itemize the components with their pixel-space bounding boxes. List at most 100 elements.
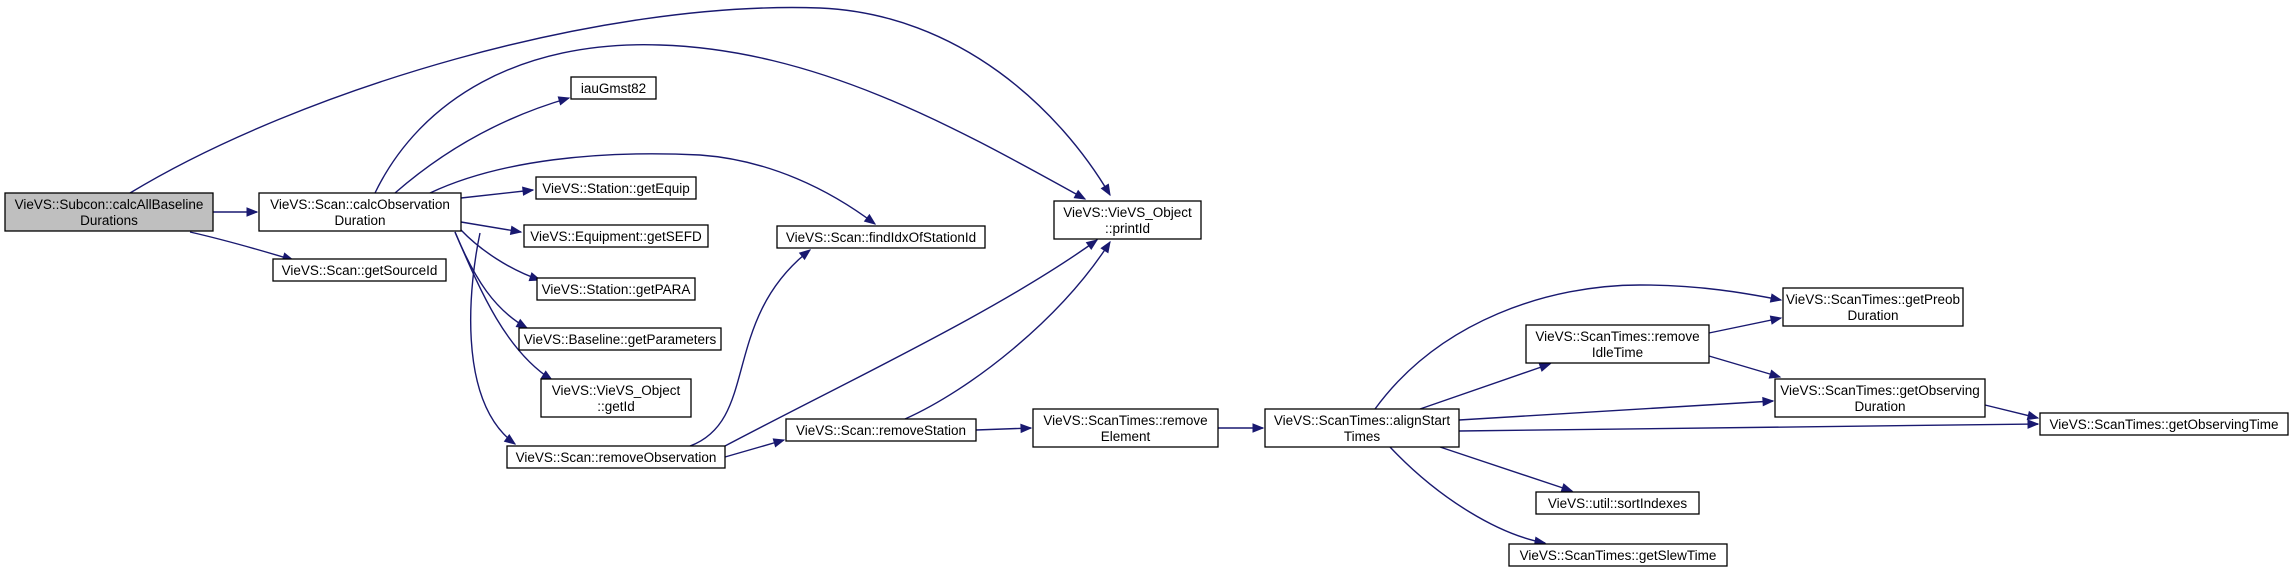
- node-box: [258, 192, 462, 232]
- node-label-line: VieVS::VieVS_Object: [552, 383, 681, 398]
- node-getSlewTime[interactable]: VieVS::ScanTimes::getSlewTime: [1508, 543, 1728, 567]
- arrowhead-icon: [863, 213, 877, 225]
- node-box: [540, 378, 692, 418]
- node-label-line: ::printId: [1105, 221, 1150, 236]
- node-getPARA[interactable]: VieVS::Station::getPARA: [536, 277, 696, 301]
- arrowhead-icon: [515, 318, 529, 329]
- edge-calcObservationDuration-to-getEquip: [460, 186, 535, 199]
- edge-line: [1458, 423, 2039, 432]
- node-box: [776, 225, 986, 249]
- edge-removeStation-to-removeElement: [975, 423, 1033, 434]
- node-label-line: VieVS::ScanTimes::alignStart: [1274, 413, 1451, 428]
- edge-getObservingDuration-to-getObservingTime: [1984, 404, 2040, 421]
- node-label-line: VieVS::ScanTimes::remove: [1535, 329, 1699, 344]
- arrowhead-icon: [1100, 240, 1111, 254]
- arrowhead-icon: [772, 438, 786, 448]
- edge-line: [1374, 284, 1782, 410]
- edge-line: [1708, 355, 1781, 378]
- node-label-line: Times: [1344, 429, 1380, 444]
- node-box: [1508, 543, 1728, 567]
- edge-line: [1708, 317, 1782, 334]
- edge-calcAllBaselineDurations-to-getSourceId: [189, 231, 295, 262]
- node-label-line: VieVS::ScanTimes::remove: [1043, 413, 1207, 428]
- node-getSEFD[interactable]: VieVS::Equipment::getSEFD: [523, 224, 709, 248]
- edge-line: [454, 231, 553, 381]
- arrowhead-icon: [1538, 362, 1552, 372]
- node-label-line: VieVS::Scan::calcObservation: [270, 197, 450, 212]
- node-box: [1774, 378, 1986, 418]
- arrowhead-icon: [2026, 410, 2040, 421]
- edge-calcAllBaselineDurations-to-printId: [129, 6, 1111, 197]
- edge-line: [374, 44, 1086, 200]
- arrowhead-icon: [1762, 396, 1775, 407]
- node-box: [1525, 324, 1710, 364]
- node-label-line: Duration: [334, 213, 385, 228]
- edge-line: [1458, 400, 1774, 421]
- node-box: [785, 418, 977, 442]
- edge-calcObservationDuration-to-getId: [454, 231, 554, 381]
- arrowhead-icon: [1085, 239, 1099, 250]
- node-label-line: VieVS::ScanTimes::getObservingTime: [2049, 417, 2278, 432]
- edge-alignStartTimes-to-sortIndexes: [1439, 446, 1574, 493]
- edge-alignStartTimes-to-getPreobDuration: [1374, 284, 1783, 410]
- node-box: [506, 445, 726, 469]
- edge-alignStartTimes-to-getObservingDuration: [1458, 396, 1775, 421]
- edge-removeIdleTime-to-getPreobDuration: [1708, 315, 1783, 334]
- edge-alignStartTimes-to-removeIdleTime: [1419, 362, 1552, 410]
- arrowhead-icon: [1073, 189, 1087, 200]
- node-box: [4, 192, 214, 232]
- node-printId[interactable]: VieVS::VieVS_Object::printId: [1053, 200, 1202, 240]
- node-label-line: VieVS::Station::getPARA: [542, 282, 691, 297]
- node-removeStation[interactable]: VieVS::Scan::removeStation: [785, 418, 977, 442]
- node-findIdxOfStationId[interactable]: VieVS::Scan::findIdxOfStationId: [776, 225, 986, 249]
- node-iauGmst82[interactable]: iauGmst82: [570, 76, 657, 100]
- node-getObservingTime[interactable]: VieVS::ScanTimes::getObservingTime: [2039, 412, 2289, 436]
- node-label-line: VieVS::Scan::getSourceId: [282, 263, 438, 278]
- arrowhead-icon: [2027, 419, 2040, 429]
- edge-line: [394, 97, 570, 194]
- edge-line: [470, 232, 516, 445]
- arrowhead-icon: [509, 225, 523, 235]
- node-label-line: VieVS::Subcon::calcAllBaseline: [15, 197, 204, 212]
- node-label-line: VieVS::VieVS_Object: [1063, 205, 1192, 220]
- node-label-line: iauGmst82: [581, 81, 646, 96]
- edge-removeIdleTime-to-getObservingDuration: [1708, 355, 1782, 379]
- node-getParameters[interactable]: VieVS::Baseline::getParameters: [518, 327, 722, 351]
- edge-calcObservationDuration-to-findIdxOfStationId: [429, 153, 877, 225]
- edge-line: [429, 153, 876, 225]
- call-graph-nodes: VieVS::Subcon::calcAllBaselineDurationsV…: [4, 76, 2289, 567]
- node-label-line: ::getId: [597, 399, 635, 414]
- node-box: [272, 258, 447, 282]
- node-box: [1264, 408, 1460, 448]
- node-getEquip[interactable]: VieVS::Station::getEquip: [535, 176, 697, 200]
- edge-line: [1419, 363, 1551, 410]
- edge-line: [454, 231, 528, 329]
- edge-calcAllBaselineDurations-to-calcObservationDuration: [213, 207, 259, 217]
- arrowhead-icon: [1769, 315, 1783, 325]
- node-label-line: VieVS::Scan::removeObservation: [516, 450, 717, 465]
- node-box: [523, 224, 709, 248]
- node-label-line: VieVS::util::sortIndexes: [1548, 496, 1688, 511]
- node-sortIndexes[interactable]: VieVS::util::sortIndexes: [1535, 491, 1700, 515]
- node-box: [536, 277, 696, 301]
- edge-line: [689, 249, 811, 447]
- node-label-line: IdleTime: [1592, 345, 1643, 360]
- arrowhead-icon: [1560, 483, 1574, 493]
- node-label-line: VieVS::ScanTimes::getPreob: [1786, 292, 1960, 307]
- edge-removeObservation-to-printId: [724, 239, 1099, 447]
- node-getId[interactable]: VieVS::VieVS_Object::getId: [540, 378, 692, 418]
- node-getSourceId[interactable]: VieVS::Scan::getSourceId: [272, 258, 447, 282]
- edge-line: [129, 6, 1111, 196]
- node-removeObservation[interactable]: VieVS::Scan::removeObservation: [506, 445, 726, 469]
- edge-calcObservationDuration-to-iauGmst82: [394, 96, 571, 194]
- node-label-line: VieVS::Scan::findIdxOfStationId: [786, 230, 976, 245]
- edge-line: [189, 231, 294, 261]
